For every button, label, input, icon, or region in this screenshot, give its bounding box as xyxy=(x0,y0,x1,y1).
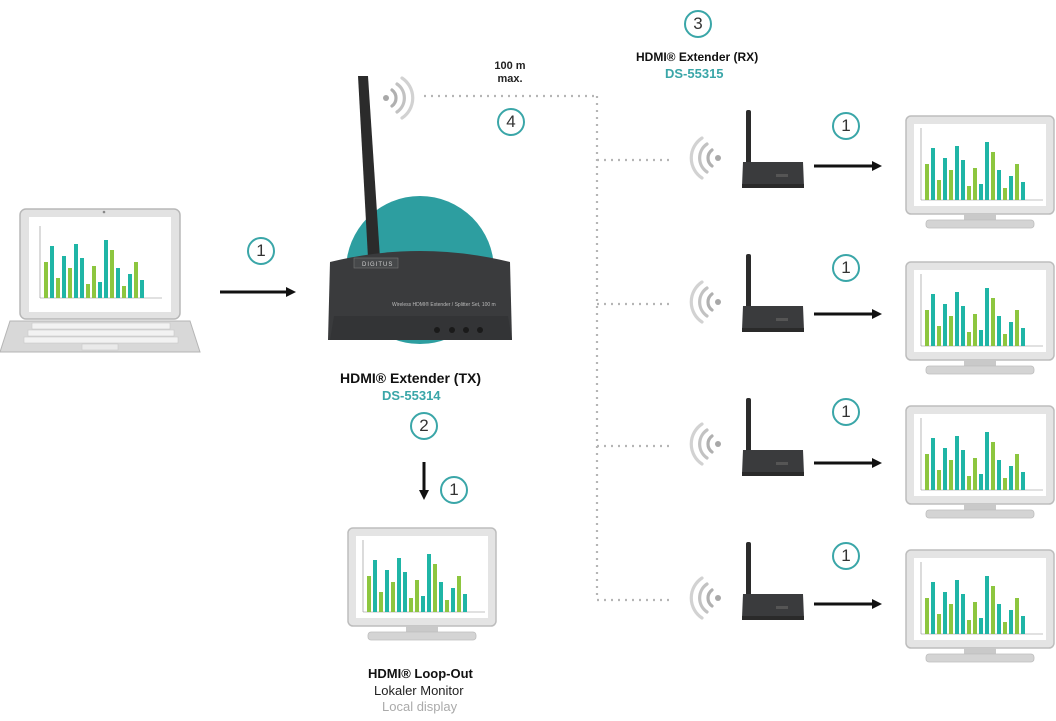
step-badge-1: 1 xyxy=(832,112,860,140)
receiver-device xyxy=(742,542,804,620)
monitor-icon xyxy=(906,262,1054,374)
distance-label: 100 m max. xyxy=(490,60,530,86)
wifi-signal-icon xyxy=(689,280,723,324)
monitor-icon xyxy=(906,406,1054,518)
wifi-signal-icon xyxy=(689,136,723,180)
receiver-device xyxy=(742,398,804,476)
distance-value: 100 m xyxy=(494,60,526,72)
transmitter-device xyxy=(328,76,512,344)
step-badge-2: 2 xyxy=(410,412,438,440)
step-badge-1: 1 xyxy=(440,476,468,504)
step-badge-1: 1 xyxy=(832,542,860,570)
step-badge-1: 1 xyxy=(247,237,275,265)
loopout-local-display: Local display xyxy=(382,699,458,714)
wifi-signal-icon xyxy=(381,76,415,120)
step-badge-4: 4 xyxy=(497,108,525,136)
step-badge-1: 1 xyxy=(832,254,860,282)
receiver-device xyxy=(742,254,804,332)
step-badge-1: 1 xyxy=(832,398,860,426)
rx-model: DS-55315 xyxy=(665,66,724,81)
step-badge-3: 3 xyxy=(684,10,712,38)
receiver-device xyxy=(742,110,804,188)
tx-brand: DIGITUS xyxy=(362,262,393,268)
wireless-link-lines xyxy=(424,94,672,602)
tx-model: DS-55314 xyxy=(382,388,441,403)
monitor-icon xyxy=(348,528,496,640)
loopout-title: HDMI® Loop-Out xyxy=(368,666,473,681)
distance-suffix: max. xyxy=(497,73,523,85)
rx-title: HDMI® Extender (RX) xyxy=(636,50,759,64)
laptop-icon xyxy=(0,208,201,353)
monitor-icon xyxy=(906,550,1054,662)
tx-device-text: Wireless HDMI® Extender / Splitter Set, … xyxy=(392,301,496,308)
wifi-signal-icon xyxy=(689,576,723,620)
wifi-signal-icon xyxy=(689,422,723,466)
monitor-icon xyxy=(906,116,1054,228)
loopout-local-monitor: Lokaler Monitor xyxy=(374,683,464,698)
tx-title: HDMI® Extender (TX) xyxy=(340,370,481,386)
